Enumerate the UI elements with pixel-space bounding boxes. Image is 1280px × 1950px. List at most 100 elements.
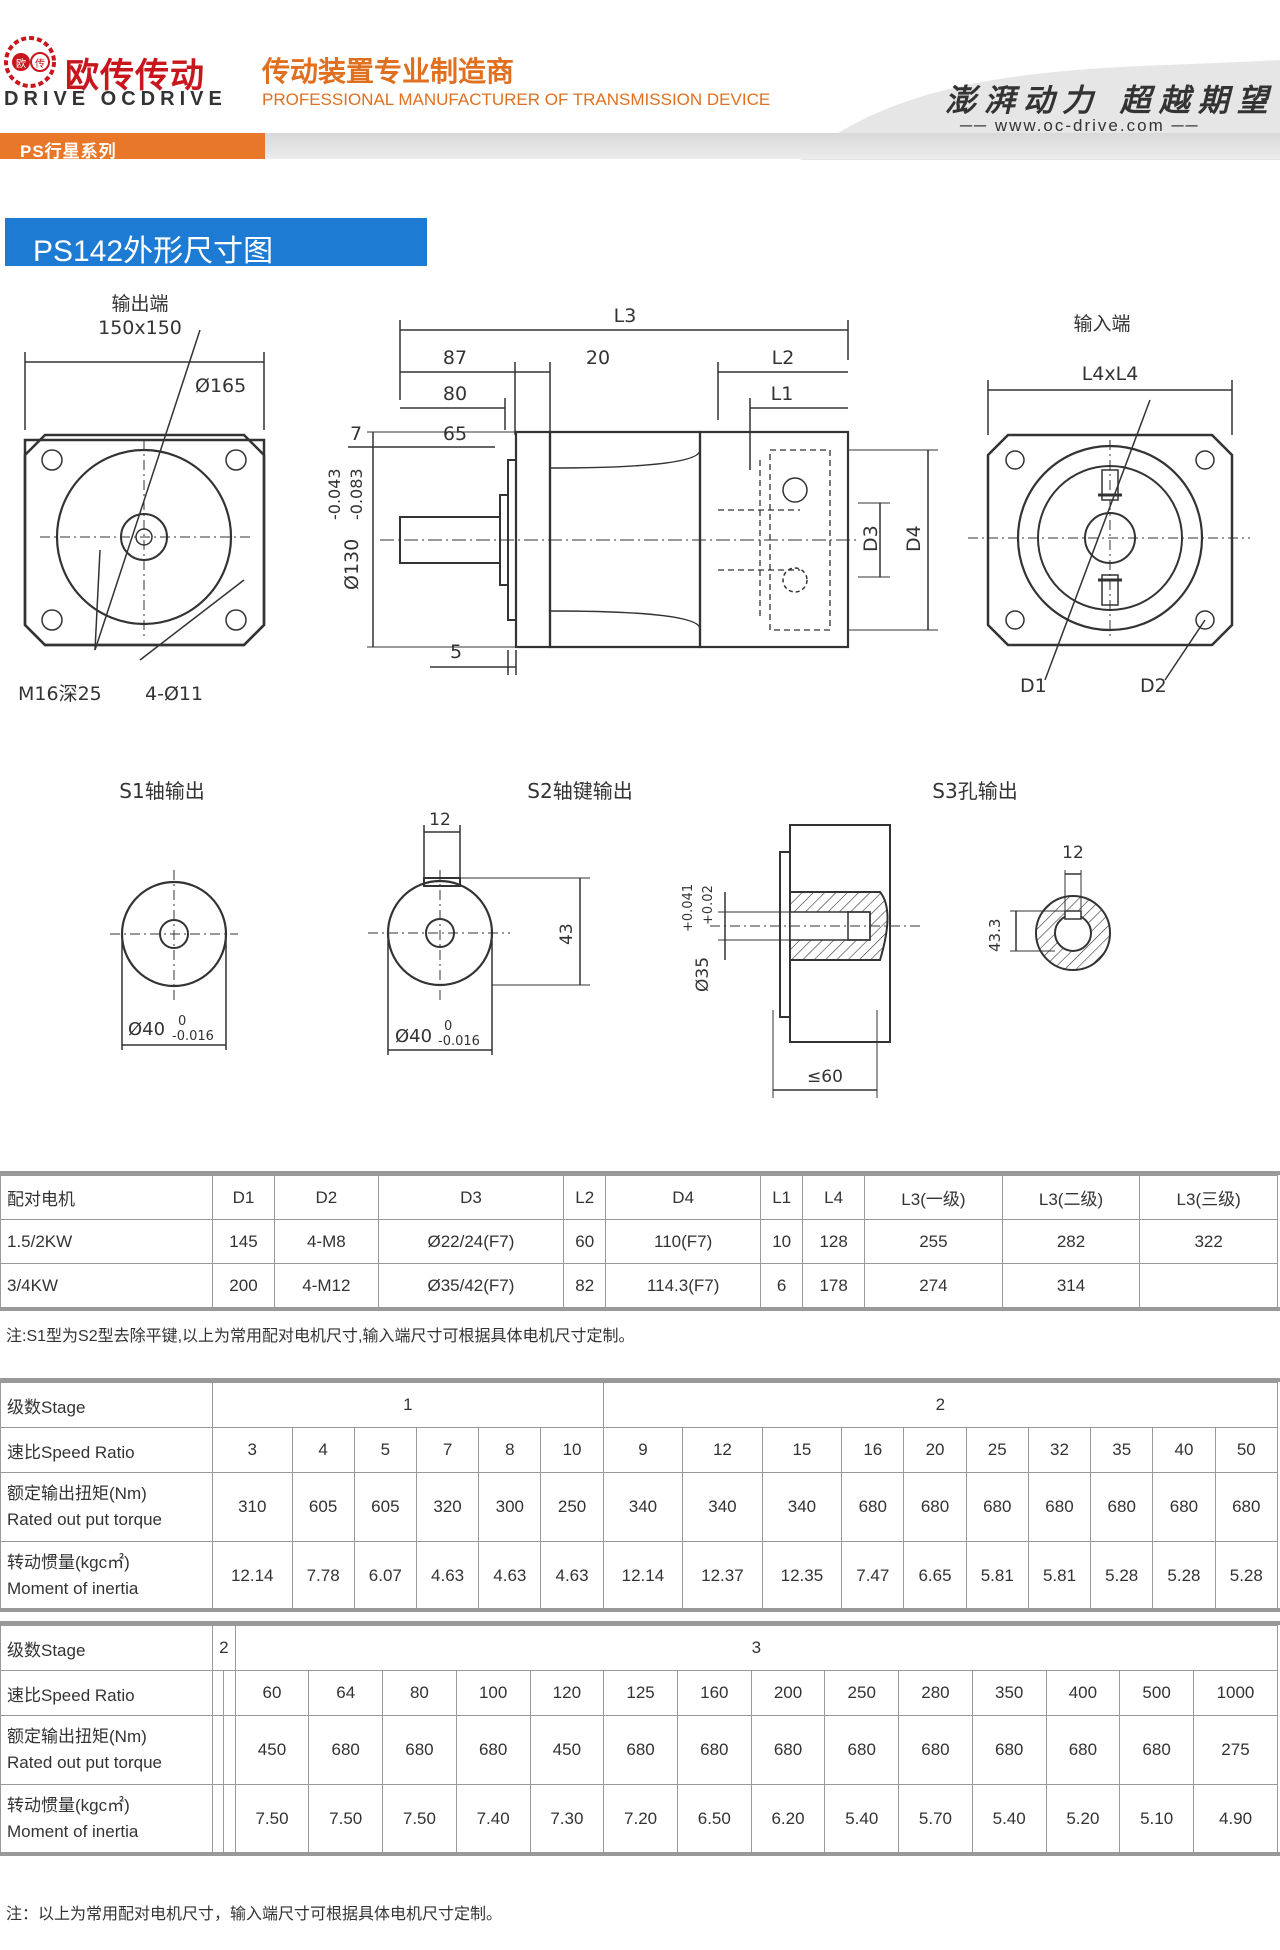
table-cell: 7.40 xyxy=(455,1784,531,1854)
s3-d12-label: 12 xyxy=(1062,843,1084,863)
table-cell: 5.40 xyxy=(971,1784,1047,1854)
col-header: L1 xyxy=(760,1175,804,1220)
table-cell: 7 xyxy=(415,1427,480,1473)
s3-tol-b: +0.02 xyxy=(701,885,716,925)
table-cell: 680 xyxy=(676,1715,752,1785)
table-cell: 1000 xyxy=(1192,1670,1279,1716)
table-cell: 114.3(F7) xyxy=(605,1263,762,1308)
table-cell: 3 xyxy=(212,1427,293,1473)
L1-label: L1 xyxy=(771,383,794,405)
stage-row: 级数Stage 2 3 xyxy=(0,1625,1279,1671)
s2-tol-b: -0.016 xyxy=(438,1034,480,1049)
inertia-label: 转动惯量(kgc㎡)Moment of inertia xyxy=(0,1784,213,1854)
table-cell: 160 xyxy=(676,1670,752,1716)
table-cell xyxy=(211,1784,225,1854)
side-view: L3 87 20 L2 L1 80 7 65 xyxy=(325,305,938,675)
col-header: L4 xyxy=(802,1175,866,1220)
stage-label: 级数Stage xyxy=(0,1382,213,1428)
table-bottom-bar xyxy=(0,1608,1280,1612)
table-cell: 5.70 xyxy=(898,1784,973,1854)
d65-label: 65 xyxy=(443,423,467,445)
s1-d40-label: Ø40 xyxy=(128,1019,165,1040)
table-cell: 12.14 xyxy=(212,1541,293,1611)
table-cell: 7.50 xyxy=(308,1784,384,1854)
brand-name-en: DRIVE OCDRIVE xyxy=(4,88,227,110)
s1-view: S1轴输出 Ø40 0 -0.016 xyxy=(110,779,238,1050)
table-cell: 6.50 xyxy=(676,1784,752,1854)
table-cell: 12 xyxy=(682,1427,763,1473)
col-header: L3(三级) xyxy=(1139,1175,1278,1220)
s3-d35-label: Ø35 xyxy=(693,957,713,992)
table-bottom-bar xyxy=(0,1307,1280,1311)
d5-label: 5 xyxy=(450,641,462,663)
table-cell: 145 xyxy=(212,1219,275,1264)
torque-row: 额定输出扭矩(Nm)Rated out put torque 450 680 680… xyxy=(0,1715,1279,1785)
table-cell: 680 xyxy=(903,1472,967,1542)
table-cell: 100 xyxy=(455,1670,531,1716)
table-cell: 80 xyxy=(382,1670,457,1716)
stage-row: 级数Stage 1 2 xyxy=(0,1382,1279,1428)
d1-label: D1 xyxy=(1020,675,1047,697)
brand-logo-icon: 欧 传 xyxy=(4,36,56,88)
table-cell: 35 xyxy=(1090,1427,1154,1473)
table-cell: 10 xyxy=(760,1219,804,1264)
table-cell: 178 xyxy=(802,1263,866,1308)
table-cell: 4-M8 xyxy=(273,1219,379,1264)
stage-cell: 2 xyxy=(602,1382,1279,1428)
torque-label-cn: 额定输出扭矩(Nm) xyxy=(7,1727,147,1746)
output-end-view: 输出端 150x150 Ø165 M16深25 4-Ø11 xyxy=(18,293,266,705)
table-cell: 4 xyxy=(291,1427,355,1473)
table-cell: 605 xyxy=(291,1472,355,1542)
L3-label: L3 xyxy=(614,305,637,327)
torque-label: 额定输出扭矩(Nm)Rated out put torque xyxy=(0,1472,213,1542)
table-cell: 32 xyxy=(1027,1427,1092,1473)
col-header: D4 xyxy=(605,1175,762,1220)
table-cell xyxy=(211,1670,225,1716)
table-cell: Ø22/24(F7) xyxy=(377,1219,565,1264)
table-cell: 12.14 xyxy=(602,1541,684,1611)
series-bar: PS行星系列 xyxy=(0,133,265,161)
d20-label: 20 xyxy=(586,347,610,369)
table-cell xyxy=(1139,1263,1278,1308)
table-cell: 680 xyxy=(824,1715,900,1785)
col-header: L2 xyxy=(563,1175,607,1220)
table-cell: 282 xyxy=(1001,1219,1141,1264)
slogan-cn: 传动装置专业制造商 xyxy=(262,56,515,87)
logo-char-left: 欧 xyxy=(16,58,26,70)
table-cell: 5 xyxy=(353,1427,417,1473)
table-cell: 314 xyxy=(1001,1263,1141,1308)
table-cell: 12.35 xyxy=(761,1541,843,1611)
L2-label: L2 xyxy=(772,347,795,369)
inertia-label-cn: 转动惯量(kgc㎡) xyxy=(7,1796,130,1815)
note-1: 注:S1型为S2型去除平键,以上为常用配对电机尺寸,输入端尺寸可根据具体电机尺寸… xyxy=(6,1328,635,1345)
table-cell: 274 xyxy=(864,1263,1003,1308)
table-cell: 340 xyxy=(682,1472,763,1542)
table-cell: 3/4KW xyxy=(0,1263,213,1308)
torque-label: 额定输出扭矩(Nm)Rated out put torque xyxy=(0,1715,213,1785)
col-header: L3(一级) xyxy=(864,1175,1003,1220)
D4-label: D4 xyxy=(903,525,925,552)
table-cell: 110(F7) xyxy=(605,1219,762,1264)
l4xl4-label: L4xL4 xyxy=(1082,363,1139,385)
stage-cell: 2 xyxy=(212,1625,236,1671)
table-cell: 250 xyxy=(540,1472,604,1542)
table-cell: 680 xyxy=(1214,1472,1279,1542)
table-cell: 82 xyxy=(563,1263,607,1308)
s2-view: S2轴键输出 12 43 Ø40 0 -0.016 xyxy=(368,779,633,1055)
table-cell: 12.37 xyxy=(682,1541,763,1611)
s2-d43-label: 43 xyxy=(557,923,577,945)
input-end-view: 输入端 L4xL4 D1 D2 xyxy=(968,313,1250,697)
table-cell: 680 xyxy=(382,1715,457,1785)
d130-label: Ø130 xyxy=(341,539,363,590)
table-cell: 9 xyxy=(602,1427,684,1473)
table-cell: 300 xyxy=(478,1472,542,1542)
table-top-bar xyxy=(0,1171,1280,1175)
table-cell: 450 xyxy=(234,1715,310,1785)
table-bottom-bar xyxy=(0,1852,1280,1856)
table-cell: 680 xyxy=(1090,1472,1154,1542)
table-cell: 200 xyxy=(750,1670,826,1716)
table-cell: 322 xyxy=(1139,1219,1278,1264)
m16-label: M16深25 xyxy=(18,683,102,705)
